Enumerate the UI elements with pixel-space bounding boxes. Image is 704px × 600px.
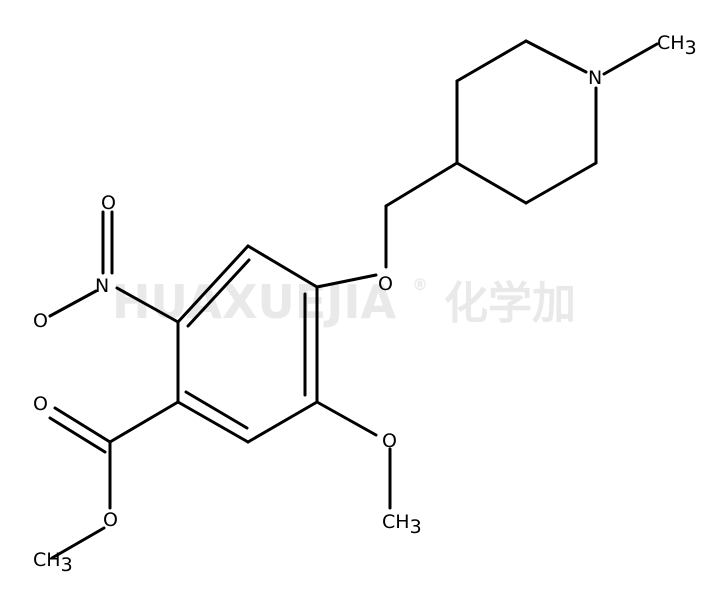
watermark-brand: HUAXUEJIA bbox=[112, 275, 397, 329]
watermark: HUAXUEJIA ® 化学加 bbox=[112, 275, 576, 329]
ether-linker: O bbox=[315, 161, 459, 295]
bond-c5-carbonyl-c bbox=[108, 400, 180, 444]
bond-carbonyl-c-o-b bbox=[48, 416, 107, 454]
atom-piperidine-n: N bbox=[588, 67, 602, 89]
watermark-registered-mark: ® bbox=[412, 275, 428, 294]
methoxy-group: O CH3 bbox=[315, 400, 422, 538]
bond-c6-n-nitro bbox=[115, 286, 180, 324]
bond-ring-c4-c5-inner bbox=[184, 390, 249, 430]
benzene-ring bbox=[176, 244, 319, 444]
bond-ring-c1-c2 bbox=[246, 244, 319, 289]
bond-n-o-left bbox=[48, 289, 98, 318]
bond-o-ester-ch3 bbox=[50, 526, 106, 560]
bond-pip-c2-n bbox=[524, 39, 588, 74]
bond-ring-c6-c1 bbox=[176, 244, 250, 324]
bond-ring-c3-c4 bbox=[246, 400, 319, 444]
bond-n-methyl bbox=[602, 42, 659, 76]
atom-nitro-o-left: O bbox=[33, 310, 48, 332]
atom-methoxy-o: O bbox=[382, 430, 397, 452]
bond-pip-c3-c2 bbox=[455, 39, 528, 83]
watermark-chinese-brand: 化学加 bbox=[444, 278, 576, 329]
bond-ring-c4-c5 bbox=[176, 400, 250, 444]
bond-c3-o-methoxy bbox=[315, 400, 378, 437]
bond-pip-c5-c4 bbox=[455, 161, 528, 205]
atom-n-methyl-ch3: CH3 bbox=[657, 32, 697, 59]
atom-nitro-n: N bbox=[95, 275, 109, 297]
n-methyl-ch3-subscript: 3 bbox=[685, 37, 697, 59]
bond-carbonyl-c-o-a bbox=[53, 406, 112, 444]
bond-ring-c6-c1-inner bbox=[186, 258, 251, 328]
methyl-ester-group: O O CH3 bbox=[33, 393, 180, 576]
bond-pip-c6-c5 bbox=[524, 161, 598, 205]
bond-c2-o-ether bbox=[315, 273, 378, 289]
methoxy-ch3-subscript: 3 bbox=[410, 516, 422, 538]
ester-ch3-subscript: 3 bbox=[61, 554, 73, 576]
atom-carbonyl-o: O bbox=[33, 393, 48, 415]
atom-ester-ch3: CH3 bbox=[33, 549, 73, 576]
n-methyl-ch3-label: CH bbox=[657, 32, 685, 54]
atom-ester-o: O bbox=[103, 509, 118, 531]
piperidine-ring: N CH3 bbox=[455, 32, 697, 205]
atom-ether-o: O bbox=[378, 273, 393, 295]
atom-methoxy-ch3: CH3 bbox=[382, 511, 422, 538]
methoxy-ch3-label: CH bbox=[382, 511, 410, 533]
ester-ch3-label: CH bbox=[33, 549, 61, 571]
bond-ch2-piperidine-c4 bbox=[384, 161, 459, 208]
nitro-group: N O O bbox=[33, 192, 180, 332]
atom-nitro-o-top: O bbox=[101, 192, 116, 214]
